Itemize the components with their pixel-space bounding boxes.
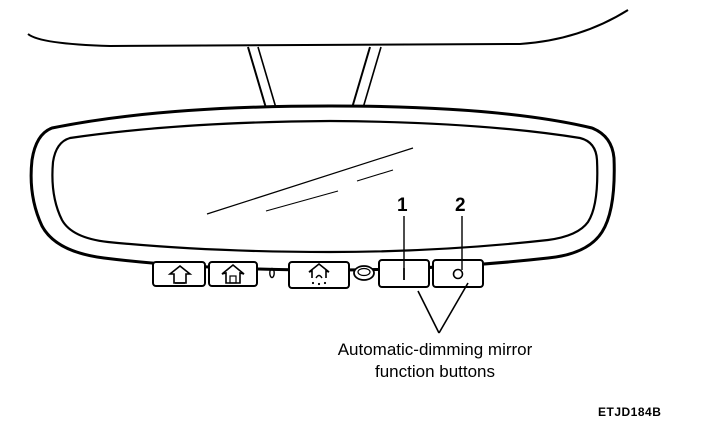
- indicator-light: [269, 267, 275, 279]
- light-sensor: [353, 265, 375, 281]
- callout-number-2: 2: [455, 195, 466, 216]
- up-arrow-icon: [167, 264, 193, 284]
- home-button[interactable]: [208, 261, 258, 287]
- button-strip: [152, 259, 484, 289]
- up-arrow-button[interactable]: [152, 261, 206, 287]
- headliner-edge: [27, 9, 629, 48]
- figure-caption: Automatic-dimming mirror function button…: [300, 339, 570, 383]
- callout-leaders: [403, 216, 463, 270]
- figure-id: ETJD184B: [598, 405, 662, 419]
- dimming-off-button[interactable]: [432, 259, 484, 288]
- caption-line-2: function buttons: [374, 362, 496, 381]
- led-icon: [269, 267, 275, 279]
- mirror-glass: [51, 119, 599, 254]
- caption-line-1: Automatic-dimming mirror: [337, 340, 533, 359]
- homelink-button[interactable]: [288, 261, 350, 289]
- home-icon: [221, 263, 245, 284]
- glass-reflection-lines: [206, 147, 414, 215]
- callout-number-1: 1: [397, 195, 408, 216]
- sensor-icon: [353, 265, 375, 281]
- mirror-mount: [247, 46, 382, 109]
- power-circle-icon: [452, 268, 464, 280]
- caption-pointer-arrows: [417, 282, 469, 334]
- home-signal-icon: [308, 262, 330, 286]
